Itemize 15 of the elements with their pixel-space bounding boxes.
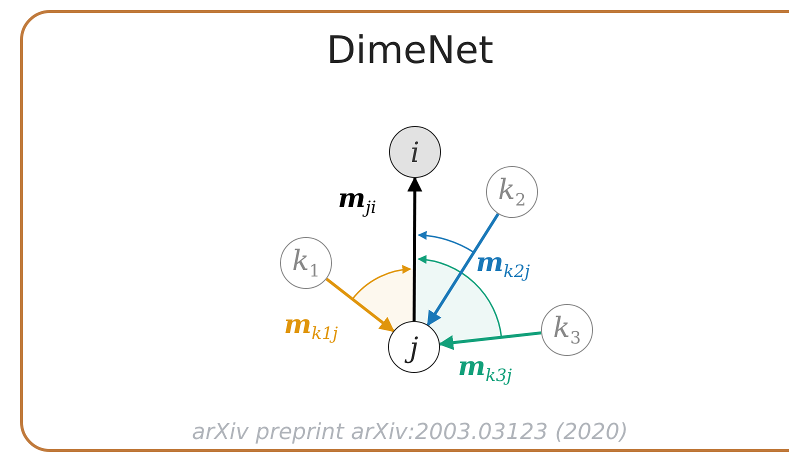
atom-node: j [388,321,440,373]
arrow [426,213,500,326]
edge-label: m$_{k2j}$ [476,248,530,282]
arrow [438,331,542,350]
arrow [407,176,422,321]
atom-node: i [389,126,441,178]
arrow [326,278,395,332]
edge-label: m$_{k1j}$ [284,310,338,344]
atom-node: k$_{2}$ [486,166,538,218]
edge-label: m$_{k3j}$ [458,352,512,386]
edge-label: m$_{ji}$ [338,184,376,218]
atom-node: k$_{3}$ [541,304,593,356]
diagram-title: DimeNet [326,28,494,72]
atom-node: k$_{1}$ [280,237,332,289]
citation-caption: arXiv preprint arXiv:2003.03123 (2020) [190,420,630,445]
